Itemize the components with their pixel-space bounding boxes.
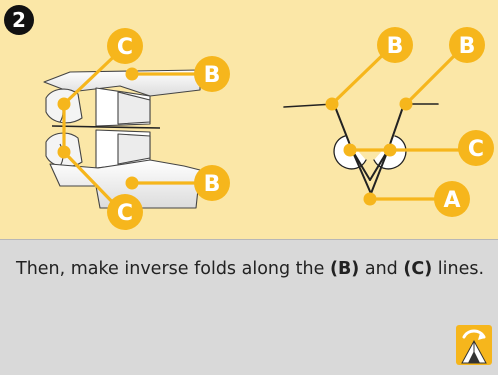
fold-diagram: 2 (4, 5, 494, 230)
callout-badges: C B B C B B C (107, 27, 494, 230)
callout-label: B (204, 63, 221, 88)
panel-divider (0, 239, 498, 240)
callout-label: C (468, 137, 484, 162)
instruction-text-middle: and (359, 259, 404, 279)
callout-label: C (117, 201, 133, 226)
callout-label: B (387, 34, 404, 59)
instruction-text-suffix: lines. (432, 259, 485, 279)
callout-label: A (443, 188, 460, 213)
instruction-text-prefix: Then, make inverse folds along the (16, 259, 330, 279)
callout-label: C (117, 35, 133, 60)
fold-point-b-top (125, 67, 139, 81)
fold-point-a-right (363, 192, 377, 206)
fold-point-c-right-1 (343, 143, 357, 157)
callout-b-right-2: B (449, 27, 485, 63)
callout-a-right: A (434, 181, 470, 217)
callout-b-right-1: B (377, 27, 413, 63)
step-instruction: Then, make inverse folds along the (B) a… (16, 256, 486, 283)
callout-b-left-top: B (194, 56, 230, 92)
callout-c-right: C (458, 130, 494, 166)
fold-point-b-bottom (125, 176, 139, 190)
instruction-panel (0, 240, 498, 375)
fold-point-c-bottom (57, 145, 71, 159)
callout-label: B (204, 172, 221, 197)
callout-b-left-bottom: B (194, 165, 230, 201)
step-number-badge-icon: 2 (4, 5, 34, 35)
step-number: 2 (12, 8, 26, 32)
callout-dots (57, 67, 413, 206)
callout-c-left-top: C (107, 28, 143, 64)
instruction-ref-c: (C) (403, 259, 433, 279)
unfold-arrow-icon[interactable] (456, 325, 492, 365)
fold-point-b-right-1 (325, 97, 339, 111)
callout-label: B (459, 34, 476, 59)
fold-point-c-top (57, 97, 71, 111)
left-paper-model (43, 69, 201, 209)
fold-point-b-right-2 (399, 97, 413, 111)
fold-point-c-right-2 (383, 143, 397, 157)
instruction-ref-b: (B) (329, 259, 360, 279)
callout-c-left-bottom: C (107, 194, 143, 230)
